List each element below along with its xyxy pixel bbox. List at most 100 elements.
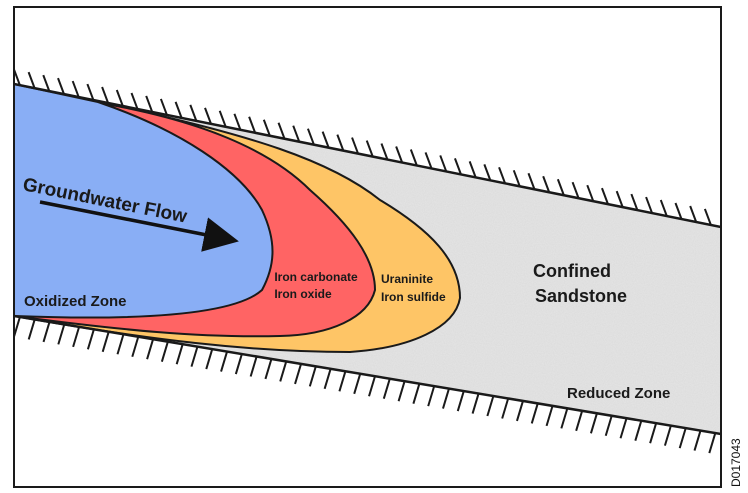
flow-arrow xyxy=(39,200,239,252)
hatch-mark xyxy=(248,116,257,134)
hatch-mark xyxy=(693,430,702,451)
hatch-mark xyxy=(442,388,450,409)
hatch-mark xyxy=(516,400,524,422)
hatch-mark xyxy=(27,319,36,340)
hatch-mark xyxy=(663,425,672,446)
hatch-mark xyxy=(512,169,521,187)
hatch-mark xyxy=(649,422,658,444)
hatch-mark xyxy=(689,205,698,223)
hatch-mark xyxy=(27,71,36,89)
hatch-mark xyxy=(678,427,687,449)
hatch-mark xyxy=(57,77,65,95)
hatch-mark xyxy=(189,104,198,122)
hatch-mark xyxy=(456,390,465,412)
hatch-mark xyxy=(145,95,154,113)
hatch-mark xyxy=(380,143,389,160)
hatch-mark xyxy=(86,329,95,350)
hatch-mark xyxy=(234,353,243,375)
hatch-mark xyxy=(116,333,125,355)
hatch-mark xyxy=(382,378,391,400)
hatch-mark xyxy=(368,375,376,397)
hatch-mark xyxy=(471,393,480,414)
hatch-mark xyxy=(131,336,140,358)
hatch-mark xyxy=(86,83,95,101)
lower-confining-hatching xyxy=(14,316,717,454)
iron-carbonate-label: Iron carbonate xyxy=(274,270,358,284)
hatch-mark xyxy=(42,74,51,92)
hatch-mark xyxy=(174,101,183,119)
hatch-mark xyxy=(365,140,374,157)
hatch-mark xyxy=(439,155,448,172)
reduced-zone-label: Reduced Zone xyxy=(567,385,670,402)
hatch-mark xyxy=(323,368,332,390)
hatch-mark xyxy=(427,385,436,407)
hatch-mark xyxy=(57,324,66,345)
hatch-mark xyxy=(220,351,229,372)
lower-confining-boundary xyxy=(14,314,721,436)
hatch-mark xyxy=(397,380,406,402)
hatch-mark xyxy=(630,193,639,211)
hatch-mark xyxy=(634,420,643,441)
hatch-mark xyxy=(556,178,565,196)
hatch-mark xyxy=(501,398,510,419)
hatch-mark xyxy=(601,187,609,205)
hatch-mark xyxy=(130,92,139,110)
hatch-mark xyxy=(483,163,492,181)
confined-label: Confined xyxy=(533,261,611,281)
iron-sulfide-label: Iron sulfide xyxy=(381,290,446,304)
hatch-mark xyxy=(249,356,258,377)
hatch-mark xyxy=(659,199,668,217)
hatch-mark xyxy=(615,190,624,208)
hatch-mark xyxy=(571,181,580,199)
figure-frame xyxy=(13,6,722,488)
hatch-mark xyxy=(674,202,683,220)
hatch-mark xyxy=(586,184,595,202)
hatch-mark xyxy=(351,137,359,154)
hatch-mark xyxy=(468,161,477,178)
hatch-mark xyxy=(205,348,214,370)
upper-confining-boundary xyxy=(14,82,721,229)
hatch-mark xyxy=(42,321,51,343)
oxidized-zone-label: Oxidized Zone xyxy=(24,293,127,310)
hatch-mark xyxy=(294,363,302,385)
hatch-mark xyxy=(160,341,169,362)
hatch-mark xyxy=(338,371,347,392)
hatch-mark xyxy=(424,152,433,169)
hatch-mark xyxy=(409,149,418,166)
hatch-mark xyxy=(233,113,242,131)
iron-oxide-label: Iron oxide xyxy=(274,287,332,301)
oxidized-zone xyxy=(14,82,274,319)
hatch-mark xyxy=(101,86,110,104)
hatch-mark xyxy=(604,415,613,437)
hatch-mark xyxy=(204,107,212,125)
hatch-mark xyxy=(308,366,317,387)
hatch-mark xyxy=(486,395,495,417)
hatch-mark xyxy=(454,158,462,175)
hatch-mark xyxy=(277,122,286,140)
hatch-mark xyxy=(527,172,536,190)
hatch-mark xyxy=(336,134,345,151)
hatch-mark xyxy=(619,417,628,439)
hatch-mark xyxy=(159,98,168,116)
figure-code: D017043 xyxy=(729,438,743,487)
hatch-mark xyxy=(262,119,271,137)
hatch-mark xyxy=(412,383,421,404)
hatch-mark xyxy=(708,432,717,454)
hatch-mark xyxy=(498,166,506,184)
hatch-mark xyxy=(353,373,362,395)
sandstone-label: Sandstone xyxy=(535,286,627,306)
hatch-mark xyxy=(279,361,288,382)
hatch-mark xyxy=(545,405,554,427)
hatch-mark xyxy=(175,343,184,365)
hatch-mark xyxy=(395,146,404,163)
hatch-mark xyxy=(306,128,315,146)
hatch-mark xyxy=(71,80,80,98)
hatch-mark xyxy=(146,338,155,360)
hatch-mark xyxy=(115,89,124,107)
hatch-mark xyxy=(264,358,273,380)
hatch-mark xyxy=(542,175,551,193)
hatch-mark xyxy=(575,410,584,432)
hatch-mark xyxy=(101,331,110,353)
uraninite-label: Uraninite xyxy=(381,272,433,286)
